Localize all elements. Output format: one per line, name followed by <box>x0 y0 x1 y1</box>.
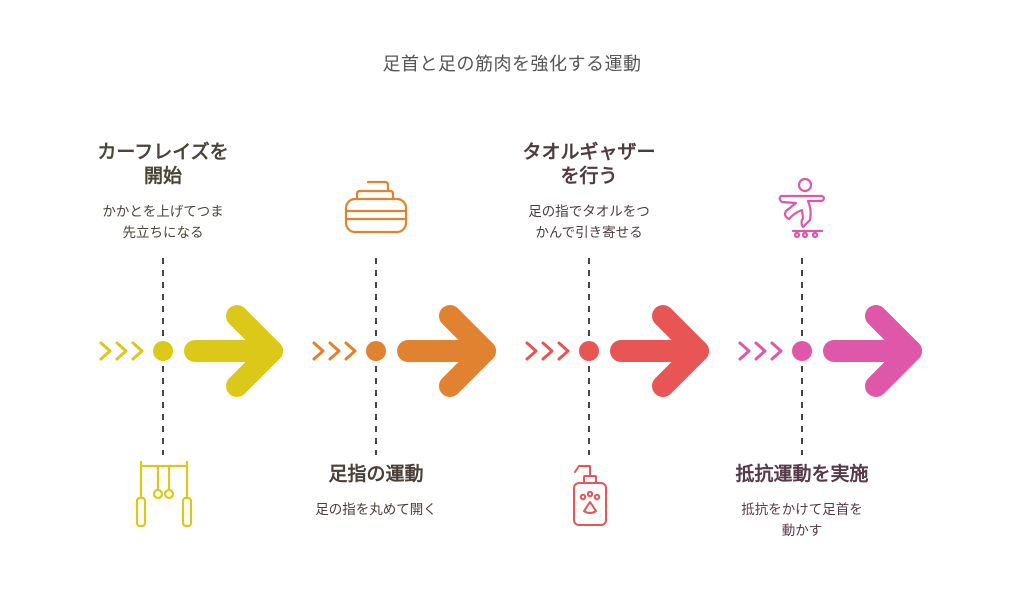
step-1-heading: カーフレイズを 開始 <box>63 140 263 188</box>
step-2-label: 足指の運動 足の指を丸めて開く <box>276 462 476 521</box>
step-3-chevrons <box>525 341 570 361</box>
step-2-dot <box>366 341 386 361</box>
step-1 <box>99 258 283 528</box>
step-2 <box>312 180 496 455</box>
step-1-dot <box>153 341 173 361</box>
step-1-heading-line-1: カーフレイズを <box>97 141 229 163</box>
step-3-dot <box>579 341 599 361</box>
step-1-description-line-2: 先立ちになる <box>122 225 204 241</box>
step-3-heading: タオルギャザー を行う <box>489 140 689 188</box>
step-4-description-line-1: 抵抗をかけて足首を <box>741 502 863 518</box>
step-4 <box>738 177 922 455</box>
step-3 <box>525 258 709 526</box>
skateboarder-icon <box>778 177 826 239</box>
curling-stone-icon <box>344 180 408 234</box>
step-1-chevrons <box>99 341 144 361</box>
pump-bottle-paw-icon <box>573 465 607 526</box>
step-2-arrow <box>397 305 496 397</box>
step-4-heading: 抵抗運動を実施 <box>702 462 902 486</box>
step-4-description-line-2: 動かす <box>781 523 823 539</box>
step-4-label: 抵抗運動を実施 抵抗をかけて足首を 動かす <box>702 462 902 542</box>
step-3-description-line-2: かんで引き寄せる <box>535 225 643 241</box>
step-3-arrow <box>610 305 709 397</box>
step-4-heading-line-1: 抵抗運動を実施 <box>735 463 869 485</box>
step-2-description: 足の指を丸めて開く <box>276 500 476 521</box>
step-3-label: タオルギャザー を行う 足の指でタオルをつ かんで引き寄せる <box>489 140 689 244</box>
step-4-chevrons <box>738 341 783 361</box>
step-1-arrow <box>184 305 283 397</box>
diagram-title: 足首と足の筋肉を強化する運動 <box>382 54 642 75</box>
step-3-description: 足の指でタオルをつ かんで引き寄せる <box>489 202 689 244</box>
gymnastic-rings-icon <box>135 460 193 528</box>
step-4-description: 抵抗をかけて足首を 動かす <box>702 500 902 542</box>
step-1-description: かかとを上げてつま 先立ちになる <box>63 202 263 244</box>
step-1-label: カーフレイズを 開始 かかとを上げてつま 先立ちになる <box>63 140 263 244</box>
step-4-arrow <box>823 305 922 397</box>
step-3-description-line-1: 足の指でタオルをつ <box>528 204 650 220</box>
step-2-chevrons <box>312 341 357 361</box>
step-2-description-line-1: 足の指を丸めて開く <box>315 502 437 518</box>
step-3-heading-line-2: を行う <box>560 165 618 187</box>
step-4-dot <box>792 341 812 361</box>
step-2-heading-line-1: 足指の運動 <box>328 463 424 485</box>
step-2-heading: 足指の運動 <box>276 462 476 486</box>
step-1-description-line-1: かかとを上げてつま <box>102 204 224 220</box>
step-3-heading-line-1: タオルギャザー <box>522 141 656 163</box>
step-1-heading-line-2: 開始 <box>143 165 182 187</box>
